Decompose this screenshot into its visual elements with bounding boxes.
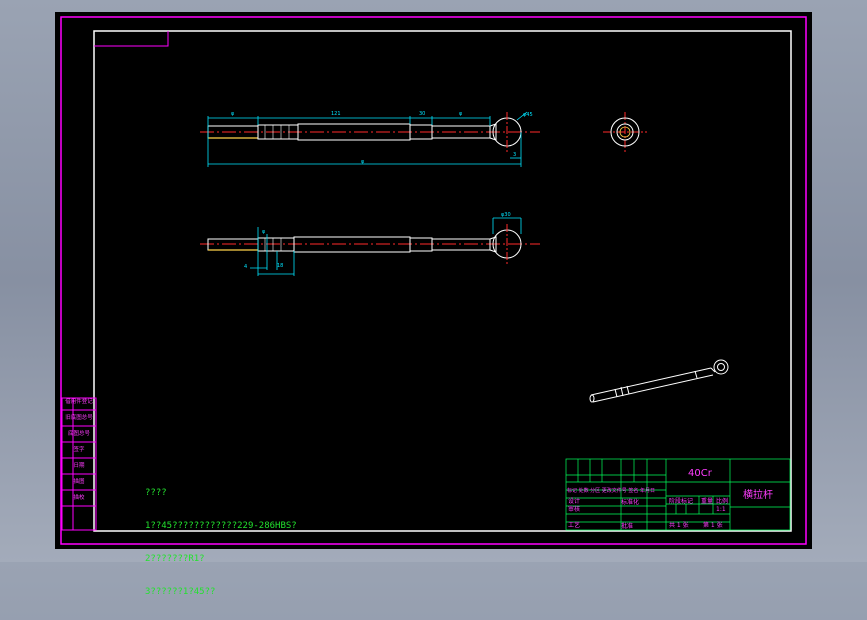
svg-text:φ: φ — [459, 111, 463, 117]
approve-label: 批准 — [621, 523, 634, 530]
tie-rod-isometric — [589, 359, 729, 403]
technical-notes: ???? 1??45????????????229-286HBS? 2?????… — [145, 466, 297, 620]
revision-header: 标记 处数 分区 更改文件号 签名 年月日 — [567, 488, 655, 494]
material-label: 40Cr — [688, 468, 712, 479]
outer-frame — [60, 16, 807, 545]
notes-line-2: 2???????R1? — [145, 554, 205, 564]
reviewer-label: 审核 — [568, 506, 581, 513]
drawing-canvas[interactable]: φ 121 30 φ φ45 3 φ — [55, 12, 812, 597]
svg-text:4: 4 — [244, 264, 247, 270]
sheet-count: 共 1 张 — [669, 522, 689, 529]
svg-text:30: 30 — [419, 111, 425, 117]
scale-value: 1:1 — [716, 506, 726, 513]
part-name: 横拉杆 — [743, 490, 773, 501]
svg-text:18: 18 — [277, 263, 283, 269]
title-block — [565, 458, 791, 531]
tie-rod-top-view: φ 121 30 φ φ45 3 φ — [200, 111, 540, 167]
side-label-2: 旧底图总号 — [65, 415, 93, 421]
dimensions-front — [250, 217, 522, 276]
side-label-7: 描校 — [73, 495, 85, 501]
designer-label: 设计 — [568, 498, 581, 505]
tie-rod-end-view — [603, 112, 647, 154]
end-view-outer — [610, 117, 640, 147]
reference-box — [94, 31, 169, 47]
dimensions-top — [207, 111, 528, 167]
svg-text:φ: φ — [231, 111, 235, 117]
drawing-border — [93, 30, 792, 532]
side-label-3: 底图总号 — [67, 431, 90, 437]
process-label: 工艺 — [568, 522, 581, 529]
side-label-5: 日期 — [73, 463, 85, 469]
svg-text:3: 3 — [513, 152, 516, 158]
side-label-4: 签字 — [73, 447, 85, 453]
cad-drawing: φ 121 30 φ φ45 3 φ — [60, 16, 807, 545]
side-label-blocks — [61, 397, 97, 531]
svg-text:φ45: φ45 — [523, 112, 533, 118]
svg-text:φ30: φ30 — [501, 212, 511, 218]
svg-text:φ: φ — [262, 229, 266, 235]
sheet-number: 第 1 张 — [703, 522, 723, 529]
side-label-1: 借用件登记 — [65, 399, 93, 405]
stage-mark-label: 阶段标记 — [669, 498, 694, 505]
scale-label: 比例 — [716, 498, 729, 505]
notes-line-1: 1??45????????????229-286HBS? — [145, 521, 297, 531]
weight-label: 重量 — [701, 498, 714, 505]
end-view-spline — [616, 123, 634, 141]
svg-text:φ: φ — [361, 159, 365, 165]
notes-title: ???? — [145, 488, 167, 498]
standardization-label: 标准化 — [621, 499, 640, 506]
notes-line-3: 3??????1?45?? — [145, 587, 216, 597]
side-label-6: 描图 — [73, 479, 85, 485]
svg-text:121: 121 — [331, 111, 341, 117]
tie-rod-front-view: φ 18 φ30 4 — [200, 212, 540, 276]
